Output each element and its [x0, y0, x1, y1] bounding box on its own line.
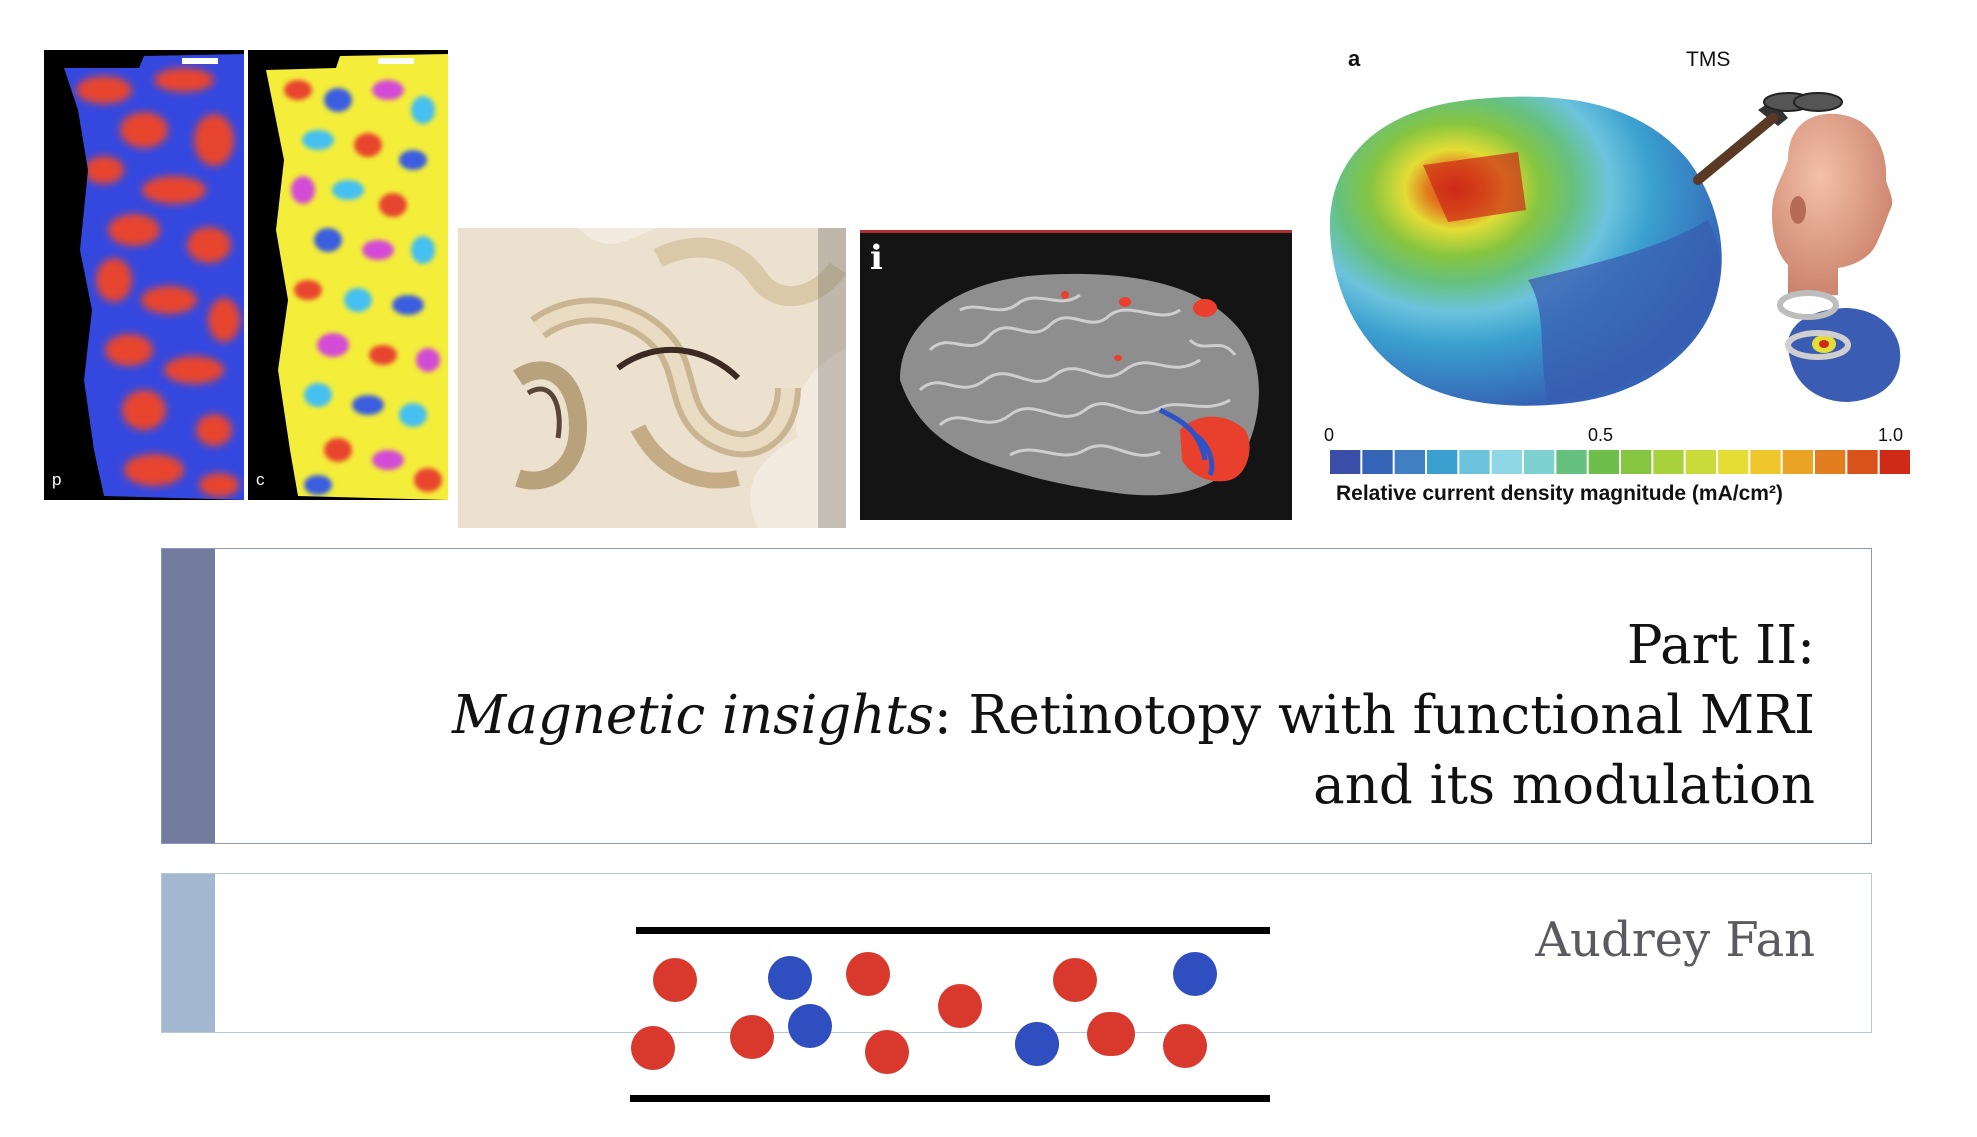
- orientation-map-c-image: c: [248, 50, 448, 500]
- title-line-3: and its modulation: [1313, 755, 1815, 816]
- colorbar-swatch: [1524, 450, 1555, 474]
- subtitle-accent-bar: [162, 874, 215, 1032]
- title-italic-phrase: Magnetic insights: [451, 685, 934, 746]
- orientation-map-p-image: p: [44, 50, 244, 500]
- subtitle-box: Audrey Fan: [161, 873, 1872, 1033]
- colorbar-swatch: [1362, 450, 1393, 474]
- colorbar-swatch: [1653, 450, 1684, 474]
- colorbar-swatch: [1330, 450, 1361, 474]
- colorbar-swatch: [1685, 450, 1716, 474]
- red-particle: [653, 958, 697, 1002]
- red-particle: [846, 952, 890, 996]
- colorbar-swatch: [1427, 450, 1458, 474]
- tms-current-density-figure: a TMS 0 0.5 1.0 Relative current density…: [1318, 40, 1918, 520]
- red-particle: [1091, 1012, 1135, 1056]
- panel-letter-i: i: [870, 238, 883, 278]
- particle-channel-diagram: [630, 922, 1270, 1106]
- channel-top-wall: [636, 927, 1270, 934]
- red-particle: [865, 1030, 909, 1074]
- colorbar-swatch: [1782, 450, 1813, 474]
- colorbar-swatch: [1847, 450, 1878, 474]
- red-particle: [730, 1015, 774, 1059]
- panel-letter-c: c: [256, 470, 265, 489]
- blue-particle: [1015, 1022, 1059, 1066]
- slide-title: Part II: Magnetic insights: Retinotopy w…: [452, 611, 1815, 821]
- colorbar-swatch: [1394, 450, 1425, 474]
- red-particle: [631, 1026, 675, 1070]
- colorbar-swatch: [1588, 450, 1619, 474]
- red-particle: [1053, 958, 1097, 1002]
- title-line-1: Part II:: [1626, 615, 1815, 676]
- title-line-2-rest: : Retinotopy with functional MRI: [933, 685, 1815, 746]
- colorbar-swatch: [1556, 450, 1587, 474]
- channel-bottom-wall: [630, 1095, 1270, 1102]
- scale-max-label: 1.0: [1878, 425, 1904, 445]
- colorbar-swatch: [1459, 450, 1490, 474]
- author-name: Audrey Fan: [1535, 912, 1815, 968]
- colorbar-swatch: [1750, 450, 1781, 474]
- scale-min-label: 0: [1324, 425, 1335, 445]
- title-line-2: Magnetic insights: Retinotopy with funct…: [452, 681, 1815, 751]
- tms-panel-letter: a: [1348, 46, 1361, 71]
- red-particle: [938, 984, 982, 1028]
- panel-letter-p: p: [52, 470, 62, 489]
- scale-mid-label: 0.5: [1588, 425, 1614, 445]
- colorbar-swatch: [1815, 450, 1846, 474]
- colorbar-swatch: [1621, 450, 1652, 474]
- scale-caption: Relative current density magnitude (mA/c…: [1336, 482, 1783, 505]
- colorbar-swatch: [1491, 450, 1522, 474]
- blue-particle: [788, 1004, 832, 1048]
- blue-particle: [1173, 952, 1217, 996]
- title-box: Part II: Magnetic insights: Retinotopy w…: [161, 548, 1872, 844]
- colorbar-swatch: [1879, 450, 1910, 474]
- red-particle: [1163, 1024, 1207, 1068]
- colorbar: [1330, 450, 1910, 474]
- brain-slice-photo: [458, 228, 846, 528]
- fmri-brain-activation-image: i: [860, 230, 1292, 520]
- tms-title: TMS: [1686, 48, 1731, 71]
- colorbar-swatch: [1718, 450, 1749, 474]
- title-accent-bar: [162, 549, 215, 843]
- blue-particle: [768, 956, 812, 1000]
